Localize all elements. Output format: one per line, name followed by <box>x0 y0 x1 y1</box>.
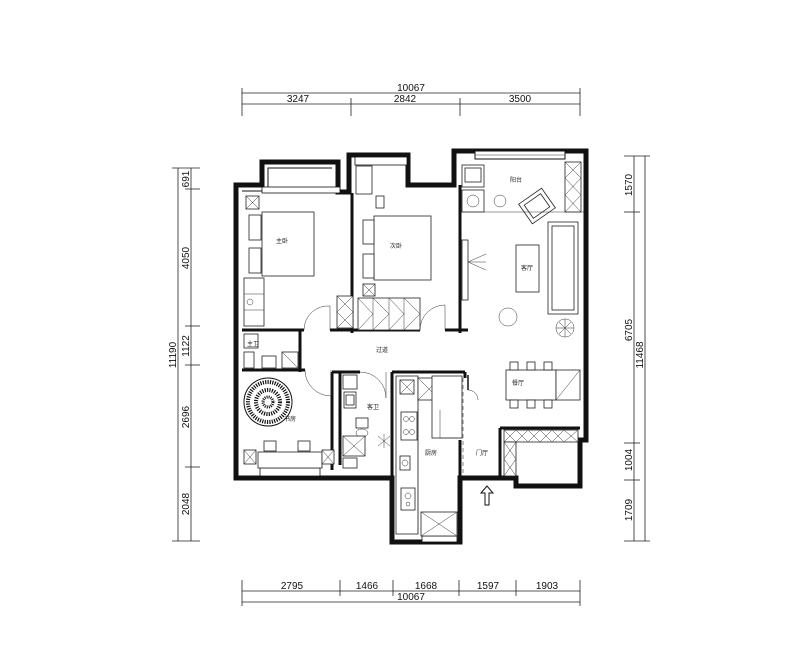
corridor: 过道 <box>376 346 388 354</box>
label-balcony: 阳台 <box>510 176 522 184</box>
guest-toilet <box>355 417 369 429</box>
dim-bottom-seg-1: 2795 <box>281 581 304 592</box>
living-room: 客厅 <box>461 221 579 338</box>
dim-bottom-seg-5: 1903 <box>536 581 559 592</box>
master-bedroom: 主卧 <box>243 195 331 331</box>
dimension-right: 1570 6705 1004 1709 11468 <box>624 155 650 542</box>
dim-top-seg-3: 3500 <box>509 94 532 105</box>
dim-bottom-seg-2: 1466 <box>356 581 379 592</box>
master-wardrobe <box>243 277 265 327</box>
dim-right-seg-2: 6705 <box>624 318 635 341</box>
master-bed <box>261 211 315 277</box>
entrance: 门厅 <box>462 375 495 506</box>
label-entrance: 门厅 <box>476 449 488 457</box>
label-master-bedroom: 主卧 <box>276 237 288 245</box>
study-desk <box>257 451 323 469</box>
dim-bottom-total: 10067 <box>397 592 425 603</box>
dim-left-seg-4: 2696 <box>181 405 192 428</box>
living-plant <box>555 318 575 338</box>
dim-left-seg-3: 1122 <box>181 335 192 357</box>
dim-left-seg-2: 4050 <box>181 246 192 269</box>
dim-right-seg-3: 1004 <box>624 448 635 471</box>
dim-right-seg-1: 1570 <box>624 173 635 196</box>
dim-bottom-seg-3: 1668 <box>415 581 438 592</box>
dim-left-seg-1: 691 <box>181 170 192 187</box>
second-bedroom: 次卧 <box>336 165 446 331</box>
label-second-bedroom: 次卧 <box>390 242 402 250</box>
dimension-left: 691 4050 1122 2696 2048 11190 <box>168 167 200 542</box>
dim-right-total: 11468 <box>635 341 646 369</box>
study: 书房 <box>243 369 335 469</box>
stove <box>400 411 418 441</box>
dim-top-total: 10067 <box>397 83 425 94</box>
dim-top-seg-2: 2842 <box>394 94 417 105</box>
guest-bathroom: 客卫 <box>342 371 391 469</box>
dining-room: 餐厅 <box>503 361 581 477</box>
label-corridor: 过道 <box>376 346 388 354</box>
dining-cabinet <box>503 429 579 477</box>
coffee-table <box>515 244 540 293</box>
main-bathroom: 主卫 <box>243 333 299 369</box>
entrance-arrow-icon <box>479 485 495 506</box>
dim-bottom-seg-4: 1597 <box>477 581 500 592</box>
kitchen-island <box>431 375 463 439</box>
tv-cabinet <box>461 239 487 301</box>
label-main-bathroom: 主卫 <box>247 340 259 348</box>
label-guest-bathroom: 客卫 <box>367 403 379 411</box>
study-rug <box>243 377 293 427</box>
second-wardrobe <box>357 297 421 331</box>
dim-right-seg-4: 1709 <box>624 498 635 521</box>
dim-left-total: 11190 <box>168 341 179 368</box>
balcony-windows <box>259 150 566 543</box>
kitchen: 厨房 <box>395 375 463 537</box>
dimension-bottom: 2795 1466 1668 1597 1903 10067 <box>241 580 581 606</box>
label-dining-room: 餐厅 <box>512 379 524 387</box>
second-bed <box>373 215 432 281</box>
dimension-top: 10067 3247 2842 3500 <box>241 83 581 116</box>
sideboard <box>555 369 581 401</box>
label-study: 书房 <box>284 415 296 423</box>
corridor-cabinet <box>336 295 354 329</box>
dim-top-seg-1: 3247 <box>287 94 310 105</box>
balcony-chair <box>518 187 556 225</box>
label-living-room: 客厅 <box>521 264 533 272</box>
dim-left-seg-5: 2048 <box>181 492 192 515</box>
balcony-cabinet <box>564 161 582 213</box>
balcony: 阳台 <box>461 161 584 225</box>
label-kitchen: 厨房 <box>425 449 437 457</box>
